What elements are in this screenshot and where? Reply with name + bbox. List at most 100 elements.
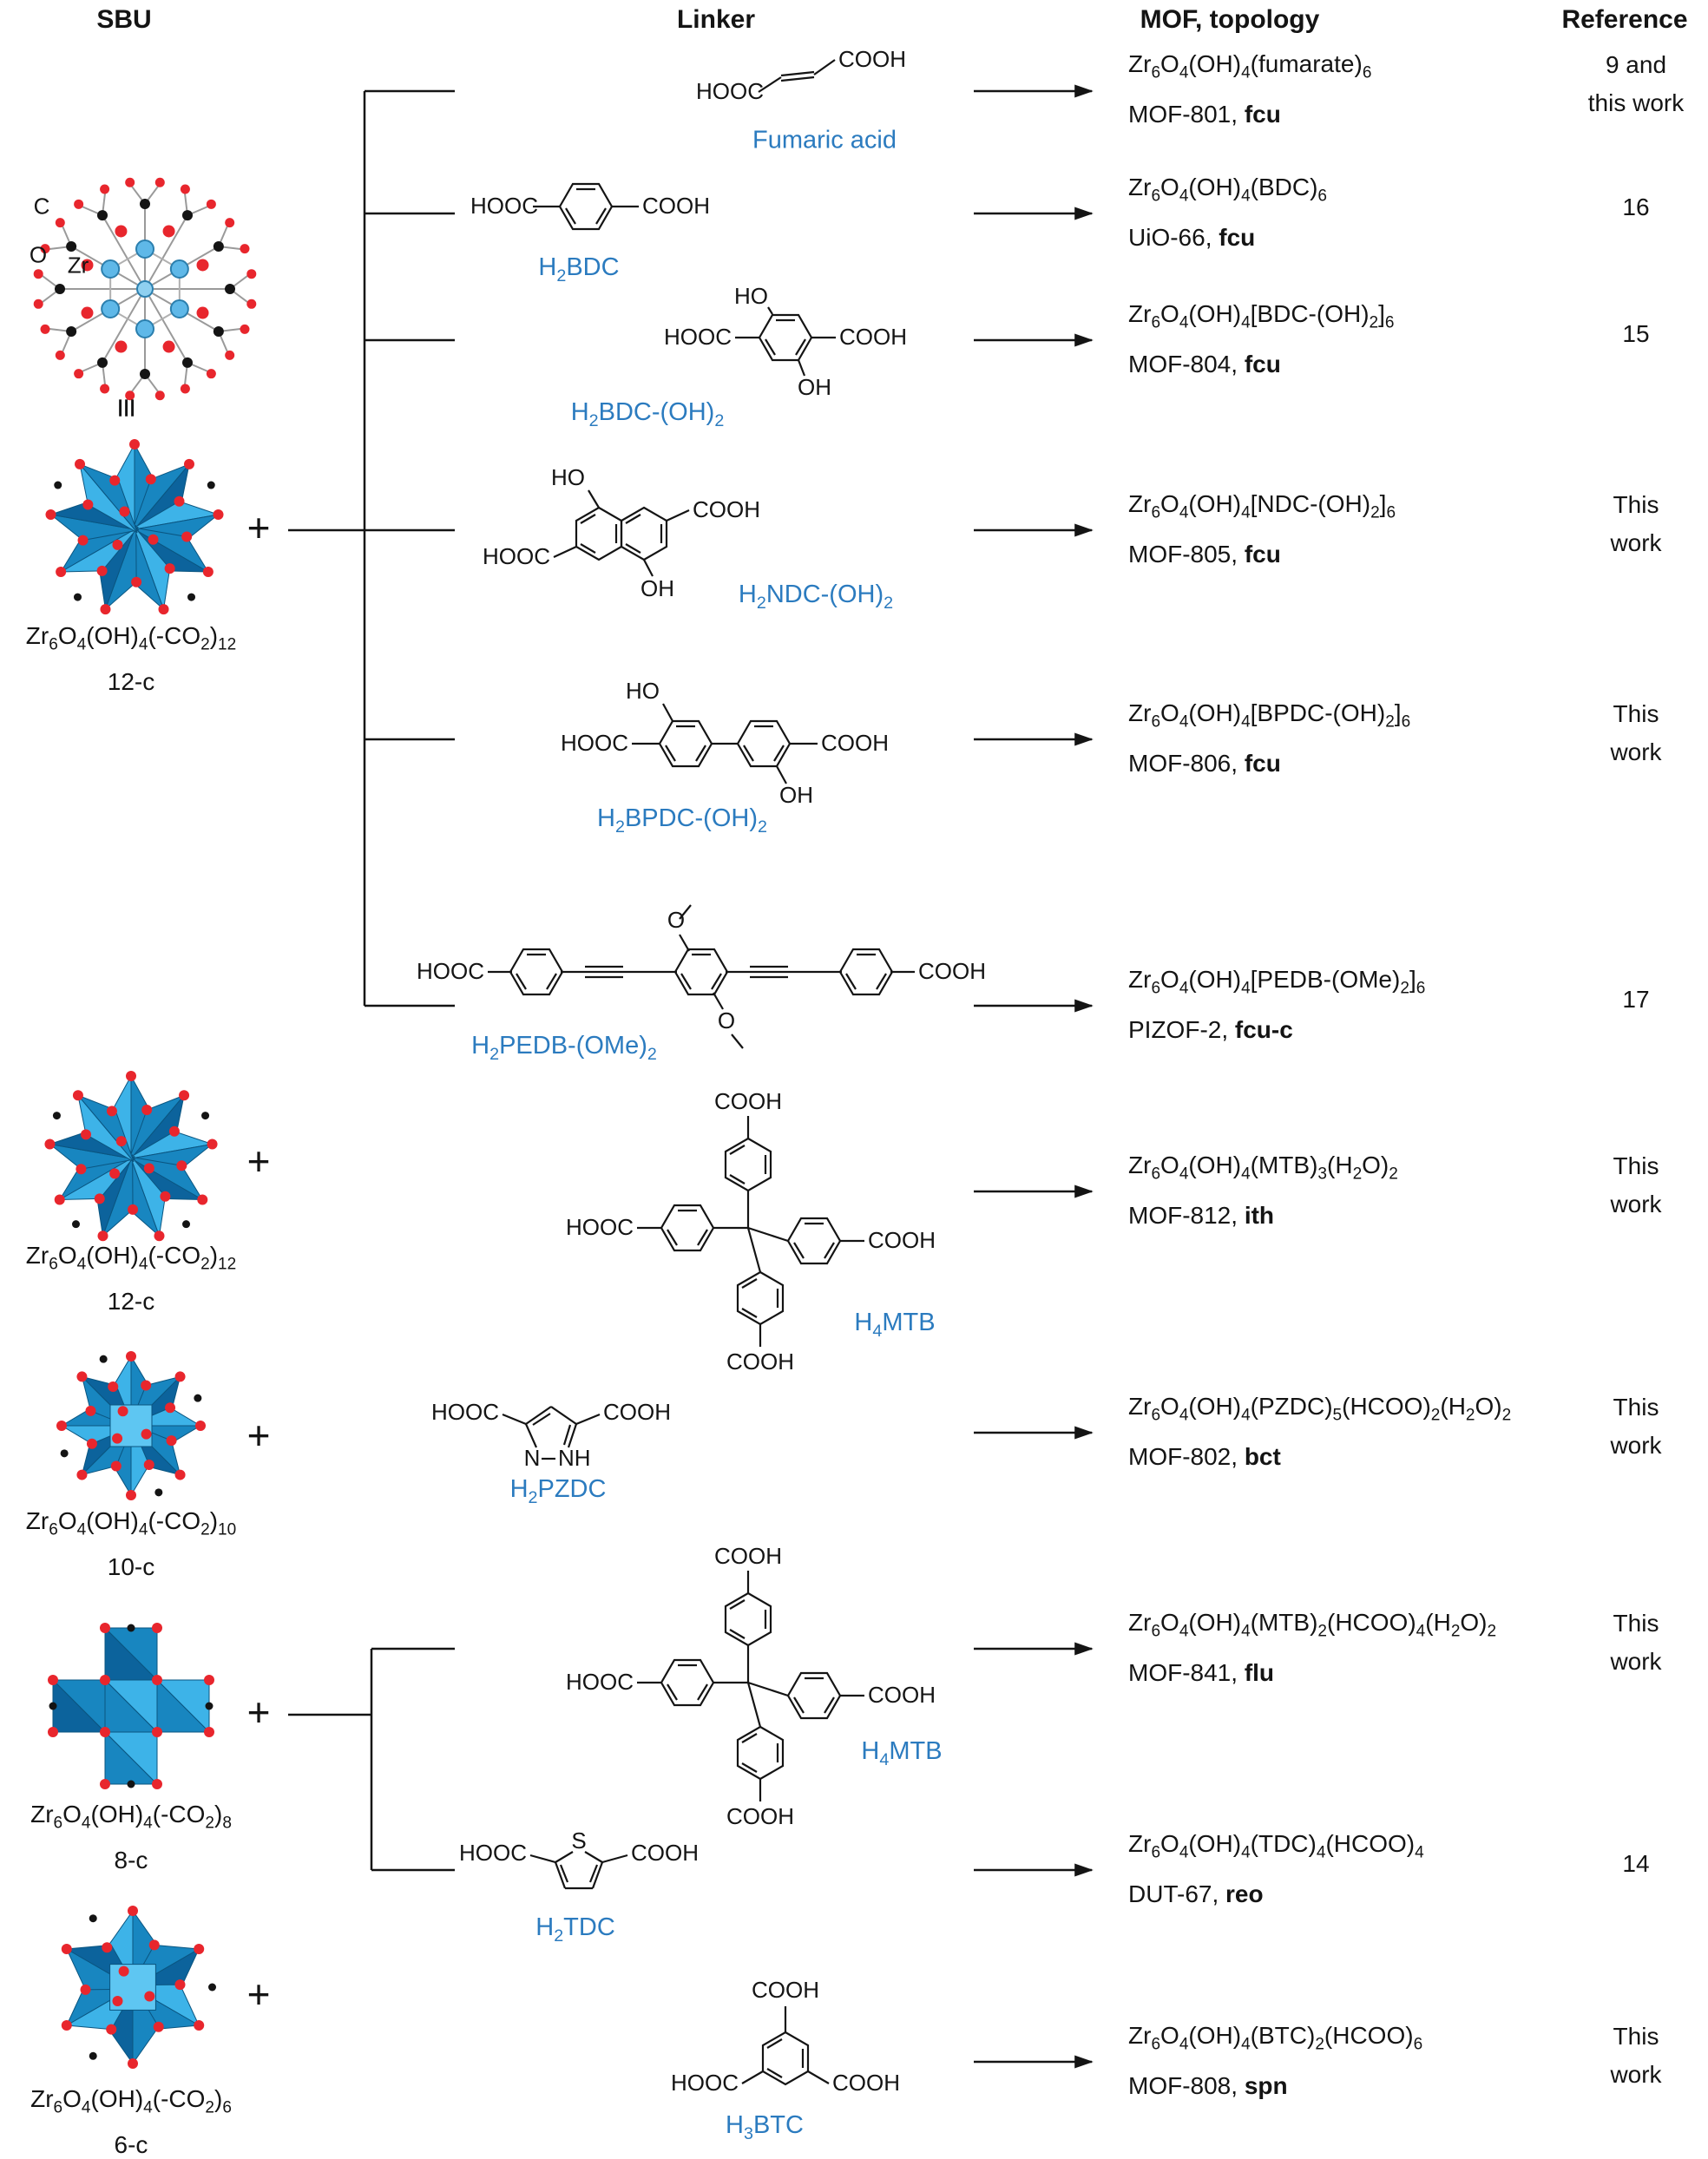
mof-name-topology: PIZOF-2, fcu-c [1128,1015,1293,1043]
cooh-label: COOH [714,1088,782,1114]
column-header-reference: Reference [1561,5,1688,34]
mof-formula: Zr6O4(OH)4[PEDB-(OMe)2]6 [1128,966,1426,998]
mof-entry: Zr6O4(OH)4(MTB)2(HCOO)4(H2O)2 MOF-841, f… [1128,1602,1496,1693]
h2ndc-oh2-structure: HOOC HO COOH OH [483,464,760,601]
ho-label: HO [734,283,768,309]
cooh-label: COOH [832,2070,900,2096]
reference: This work [1610,1394,1662,1459]
hooc-label: HOOC [561,730,628,756]
mof-name-topology: MOF-804, fcu [1128,350,1281,377]
fumaric-acid-structure: HOOC COOH [696,46,906,104]
plus-sign: + [246,1413,271,1458]
mof-formula: Zr6O4(OH)4[BDC-(OH)2]6 [1128,300,1395,332]
reference: This work [1610,1610,1662,1675]
mof-formula: Zr6O4(OH)4(fumarate)6 [1128,50,1372,82]
h2pedb-ome2-structure: HOOC O O COOH [417,904,986,1049]
h3btc-structure: COOH COOH HOOC [671,1977,900,2096]
mof-entry: Zr6O4(OH)4[NDC-(OH)2]6 MOF-805, fcu [1128,483,1396,574]
mof-formula: Zr6O4(OH)4(MTB)3(H2O)2 [1128,1152,1398,1184]
sbu-connectivity: 6-c [114,2130,148,2158]
column-header-sbu: SBU [96,5,152,34]
sbu-connectivity: 8-c [114,1846,148,1874]
cooh-label: COOH [726,1349,794,1375]
plus-sign: + [246,1690,271,1735]
hooc-label: HOOC [417,958,484,984]
mof-name-topology: MOF-841, flu [1128,1658,1275,1686]
atom-label-c: C [33,193,50,220]
mof-entry: Zr6O4(OH)4[PEDB-(OMe)2]6 PIZOF-2, fcu-c [1128,959,1425,1050]
hooc-label: HOOC [483,543,550,569]
linker-name-h2bdc-oh2: H2BDC-(OH)2 [570,398,725,430]
cooh-label: COOH [838,46,906,72]
sbu-label-10c: Zr6O4(OH)4(-CO2)10 10-c [26,1503,236,1585]
sbu-formula: Zr6O4(OH)4(-CO2)10 [25,1507,237,1539]
linker-name-h3btc: H3BTC [726,2111,804,2143]
linker-name-h2bpdc-oh2: H2BPDC-(OH)2 [597,804,767,837]
pyrazole-nh-label: NH [558,1445,591,1471]
hooc-label: HOOC [696,78,764,104]
mof-entry: Zr6O4(OH)4(PZDC)5(HCOO)2(H2O)2 MOF-802, … [1128,1386,1511,1477]
sbu-label-6c: Zr6O4(OH)4(-CO2)6 6-c [30,2081,232,2159]
reference: 17 [1622,986,1650,1013]
hooc-label: HOOC [566,1214,634,1240]
mof-entry: Zr6O4(OH)4[BDC-(OH)2]6 MOF-804, fcu [1128,293,1395,384]
reference: This work [1610,1152,1662,1217]
sbu-label-12c: Zr6O4(OH)4(-CO2)12 12-c [26,618,236,700]
cooh-label: COOH [714,1543,782,1569]
sbu-formula: Zr6O4(OH)4(-CO2)8 [30,1801,232,1833]
h2pzdc-structure: N NH HOOC COOH [431,1399,671,1471]
reference: 16 [1622,194,1650,220]
sbu-polyhedra-12c-2 [44,1071,218,1242]
hooc-label: HOOC [470,193,538,219]
mof-name-topology: MOF-808, spn [1128,2071,1288,2099]
oh-label: OH [798,374,831,400]
sbu-polyhedra-10c [56,1351,206,1500]
linker-name-h2pzdc: H2PZDC [509,1475,607,1507]
mof-name-topology: MOF-801, fcu [1128,100,1281,128]
mof-name-topology: DUT-67, reo [1128,1880,1264,1907]
linker-name-h4mtb: H4MTB [854,1309,936,1341]
mof-name-topology: MOF-805, fcu [1128,540,1281,568]
mof-entry: Zr6O4(OH)4(TDC)4(HCOO)4 DUT-67, reo [1128,1823,1424,1914]
linker-name-h4mtb-2: H4MTB [861,1737,943,1769]
hooc-label: HOOC [671,2070,739,2096]
sbu-polyhedra-6c [61,1906,217,2069]
methoxy-o-label: O [718,1007,735,1034]
mof-formula: Zr6O4(OH)4[NDC-(OH)2]6 [1128,490,1396,522]
sbu-formula: Zr6O4(OH)4(-CO2)6 [30,2085,232,2117]
methoxy-o-label: O [667,907,685,933]
column-header-mof-topology: MOF, topology [1140,5,1320,34]
h4mtb-structure: COOH HOOC COOH COOH [566,1088,936,1375]
mof-name-topology: UiO-66, fcu [1128,223,1256,251]
reaction-arrows [974,84,1094,2069]
mof-entry: Zr6O4(OH)4[BPDC-(OH)2]6 MOF-806, fcu [1128,692,1410,784]
h4mtb-structure-2: COOH HOOC COOH COOH [566,1543,936,1829]
h2bdc-structure: HOOC COOH [470,182,710,231]
sbu-label-8c: Zr6O4(OH)4(-CO2)8 8-c [30,1796,232,1879]
grouping-brackets [288,89,455,1872]
column-header-linker: Linker [676,5,756,34]
sbu-formula: Zr6O4(OH)4(-CO2)12 [25,622,237,654]
sbu-connectivity: 10-c [107,1552,155,1580]
sbu-polyhedra-8c [48,1623,214,1789]
plus-sign: + [246,1139,271,1184]
reference: 9 and this work [1587,51,1685,116]
cooh-label: COOH [918,958,986,984]
cooh-label: COOH [821,730,889,756]
cooh-label: COOH [868,1227,936,1253]
ho-label: HO [626,678,660,704]
sbu-polyhedra-12c [45,439,224,615]
reference: This work [1610,491,1662,556]
reference: This work [1610,700,1662,765]
h2bdc-oh2-structure: HOOC COOH HO OH [664,283,907,400]
atom-label-zr: Zr [67,252,89,279]
cooh-label: COOH [631,1840,699,1866]
linker-name-fumaric-acid: Fumaric acid [752,126,897,154]
mof-entry: Zr6O4(OH)4(BTC)2(HCOO)6 MOF-808, spn [1128,2015,1422,2106]
pyrazole-n-label: N [524,1445,541,1471]
sbu-ballstick-model [33,177,257,401]
mof-formula: Zr6O4(OH)4(MTB)2(HCOO)4(H2O)2 [1128,1609,1497,1641]
oh-label: OH [779,782,813,808]
mof-name-topology: MOF-806, fcu [1128,749,1281,777]
